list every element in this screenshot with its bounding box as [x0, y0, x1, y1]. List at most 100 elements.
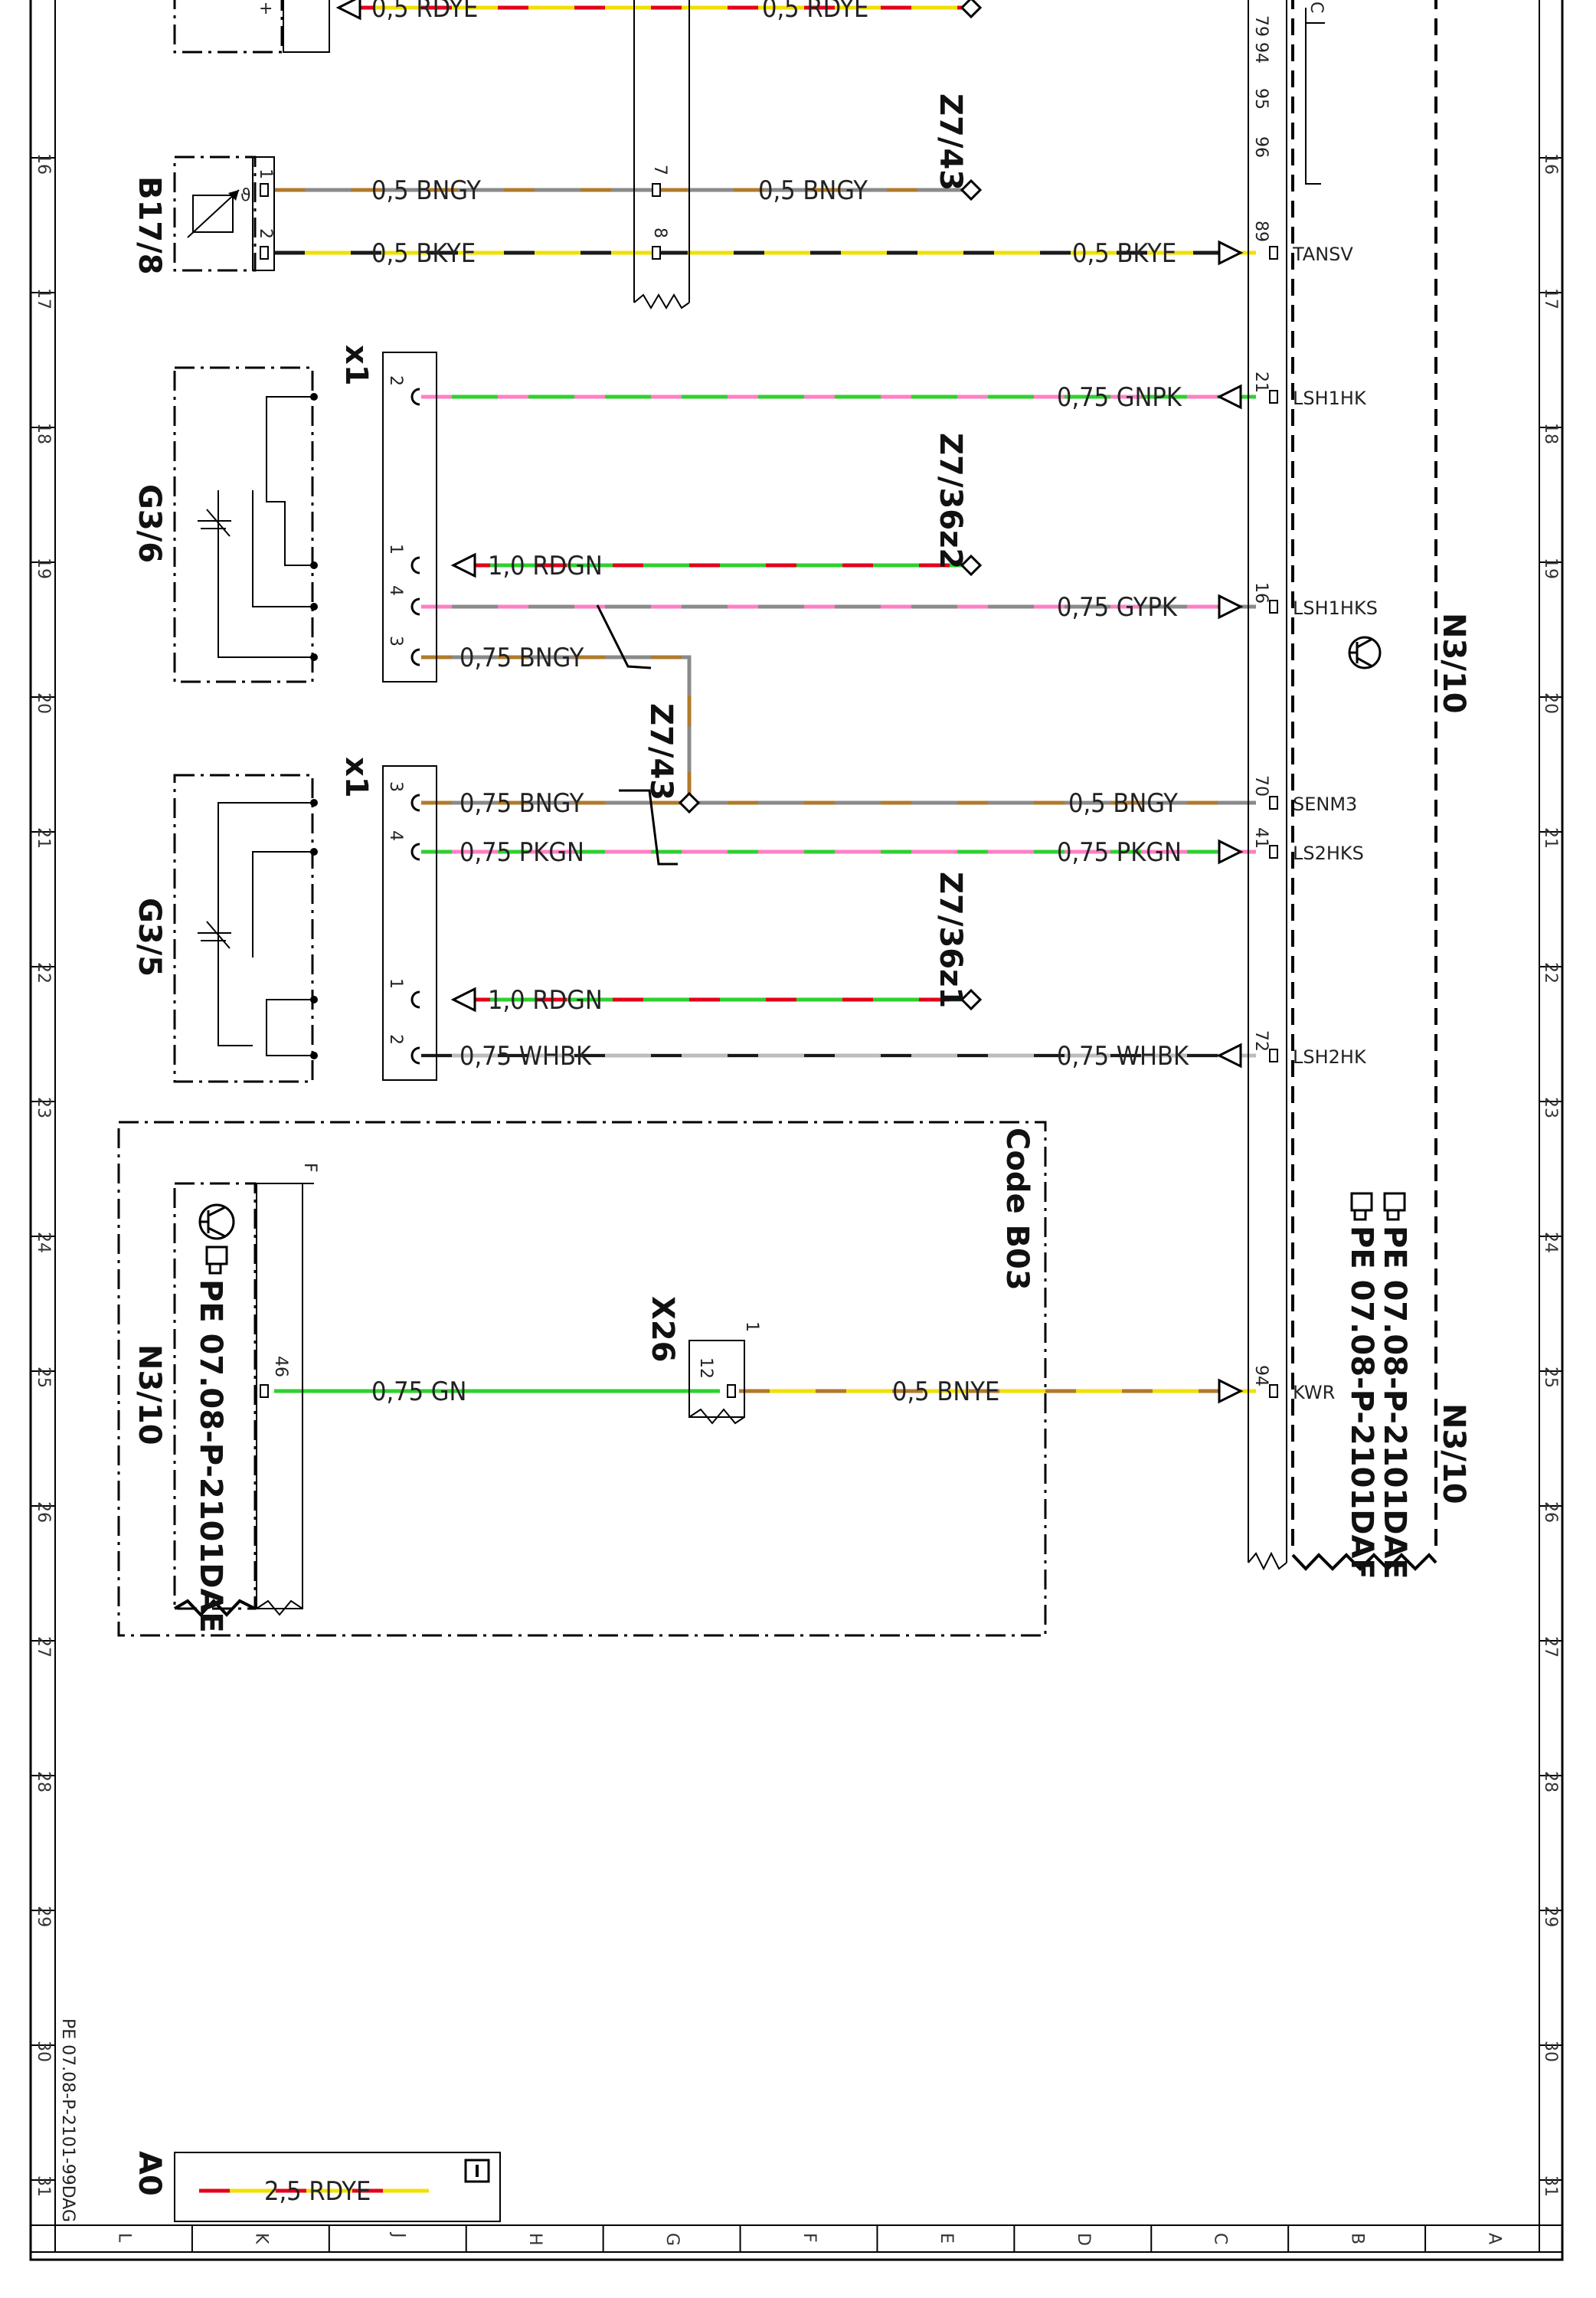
g3-6-oxygen-sensor — [173, 352, 437, 683]
connector-label-x1: x1 — [338, 345, 374, 386]
signal-label: LS2HKS — [1293, 843, 1364, 864]
wire-label: 0,75 WHBK — [1057, 1041, 1189, 1072]
document-reference-hand-icon — [205, 1246, 228, 1275]
signal-label: LSH2HK — [1293, 1046, 1367, 1068]
pin-number: 3 — [386, 781, 405, 792]
wires — [274, 5, 1256, 1393]
component-label-b17-8: B17/8 — [132, 176, 167, 275]
b17-8-sensor: ϑ — [173, 155, 275, 272]
row-grid-label: 26 — [1541, 1501, 1560, 1523]
row-grid-label: 30 — [34, 2041, 53, 2062]
row-grid-label: 29 — [1541, 1906, 1560, 1927]
pin-number: 2 — [386, 375, 405, 386]
legend-box — [174, 2152, 501, 2222]
control-unit-symbol-icon — [198, 1203, 235, 1240]
pin-number: 96 — [1251, 136, 1271, 158]
pin-terminal-markers — [260, 183, 1278, 1398]
row-grid-label: 21 — [1541, 827, 1560, 849]
wire-label: 0,5 BNYE — [892, 1377, 999, 1407]
signal-label: SENM3 — [1293, 794, 1357, 815]
column-grid-label: E — [937, 2233, 956, 2244]
row-grid-label: 30 — [1541, 2041, 1560, 2062]
code-b03-option-box — [117, 1121, 1047, 1637]
wire-label: 0,75 GNPK — [1057, 382, 1182, 413]
signal-label: C — [1307, 2, 1326, 13]
column-grid-label: D — [1074, 2233, 1093, 2246]
pin-number: 3 — [386, 636, 405, 647]
pin-number: 46 — [271, 1356, 290, 1377]
pin-number: 12 — [696, 1357, 715, 1379]
pin-number: 94 — [1251, 42, 1271, 64]
row-grid-label: 31 — [34, 2175, 53, 2197]
row-grid-label: 16 — [1541, 153, 1560, 175]
row-grid-label: 26 — [34, 1501, 53, 1523]
g3-5-oxygen-sensor — [173, 765, 437, 1083]
connector-label-x1: x1 — [338, 757, 374, 798]
row-grid-label: 28 — [34, 1771, 53, 1792]
row-grid-label: 24 — [34, 1232, 53, 1253]
legend-label: A0 — [132, 2151, 167, 2196]
control-unit-label: N3/10 — [132, 1344, 167, 1445]
pin-number: 72 — [1251, 1030, 1271, 1052]
splice-diamond-icon — [678, 0, 983, 1011]
wire-label: 0,5 RDYE — [371, 0, 478, 24]
row-grid-label: 31 — [1541, 2175, 1560, 2197]
column-grid-label: J — [388, 2231, 407, 2238]
pin-number: 79 — [1251, 15, 1271, 37]
row-grid-label: 22 — [1541, 962, 1560, 984]
pin-number: 70 — [1251, 775, 1271, 797]
legend-wire-label: 2,5 RDYE — [264, 2176, 371, 2207]
row-grid-label: 27 — [1541, 1636, 1560, 1658]
signal-label: TANSV — [1292, 244, 1353, 265]
row-grid-label: 28 — [1541, 1771, 1560, 1792]
wire-label: 0,75 PKGN — [460, 837, 584, 868]
wire-label: 0,75 WHBK — [460, 1041, 592, 1072]
wire-label: 0,5 BNGY — [1068, 788, 1178, 819]
pin-number: 16 — [1251, 582, 1271, 604]
sheet-frame — [29, 0, 1564, 2261]
pin-number: 89 — [1251, 221, 1271, 242]
signal-label: F — [300, 1163, 319, 1173]
row-grid-label: 19 — [1541, 558, 1560, 579]
wire-label: 1,0 RDGN — [488, 551, 603, 581]
pin-number: 2 — [386, 1034, 405, 1045]
row-grid-label: 27 — [34, 1636, 53, 1658]
document-reference-hand-icon — [1383, 1192, 1406, 1221]
pin-number: 4 — [386, 585, 405, 596]
pin-number: 94 — [1251, 1365, 1271, 1386]
x1-pin-sockets — [410, 388, 420, 1065]
row-grid-label: 18 — [1541, 423, 1560, 444]
harness-connector-strips — [633, 0, 1287, 1571]
control-unit-label: N3/10 — [1436, 1403, 1471, 1504]
column-grid-label: A — [1485, 2233, 1504, 2244]
pin-number: 8 — [650, 228, 669, 238]
row-grid-label: 16 — [34, 153, 53, 175]
top-connector-partial — [173, 0, 330, 54]
pin-number: 2 — [256, 228, 275, 239]
signal-label: KWR — [1293, 1382, 1335, 1403]
component-label-g3-5: G3/5 — [132, 898, 167, 977]
row-grid-label: 19 — [34, 558, 53, 579]
wire-label: 0,5 BKYE — [1072, 238, 1176, 269]
pin-number: 4 — [386, 830, 405, 841]
component-label-g3-6: G3/6 — [132, 484, 167, 563]
control-unit-symbol-icon — [1348, 636, 1382, 669]
document-reference: PE 07.08-P-2101DAF — [1344, 1226, 1379, 1579]
wire-label: 0,5 RDYE — [762, 0, 868, 24]
signal-label: LSH1HK — [1293, 388, 1367, 409]
wire-label: 0,75 GN — [371, 1377, 466, 1407]
n3-10-control-unit-box — [1291, 0, 1437, 1571]
splice-label-z7-36z2: Z7/36z2 — [933, 433, 968, 569]
wire-label: 0,5 BNGY — [758, 175, 868, 206]
document-reference-hand-icon — [1350, 1192, 1373, 1221]
column-grid-label: C — [1211, 2233, 1230, 2244]
column-grid-label: L — [114, 2233, 133, 2243]
splice-label-z7-36z1: Z7/36z1 — [933, 872, 968, 1008]
pin-number: 95 — [1251, 88, 1271, 110]
row-grid-label: 23 — [34, 1097, 53, 1118]
column-grid-label: H — [525, 2233, 545, 2246]
wire-label: 0,75 PKGN — [1057, 837, 1182, 868]
pin-number: 1 — [742, 1321, 761, 1332]
